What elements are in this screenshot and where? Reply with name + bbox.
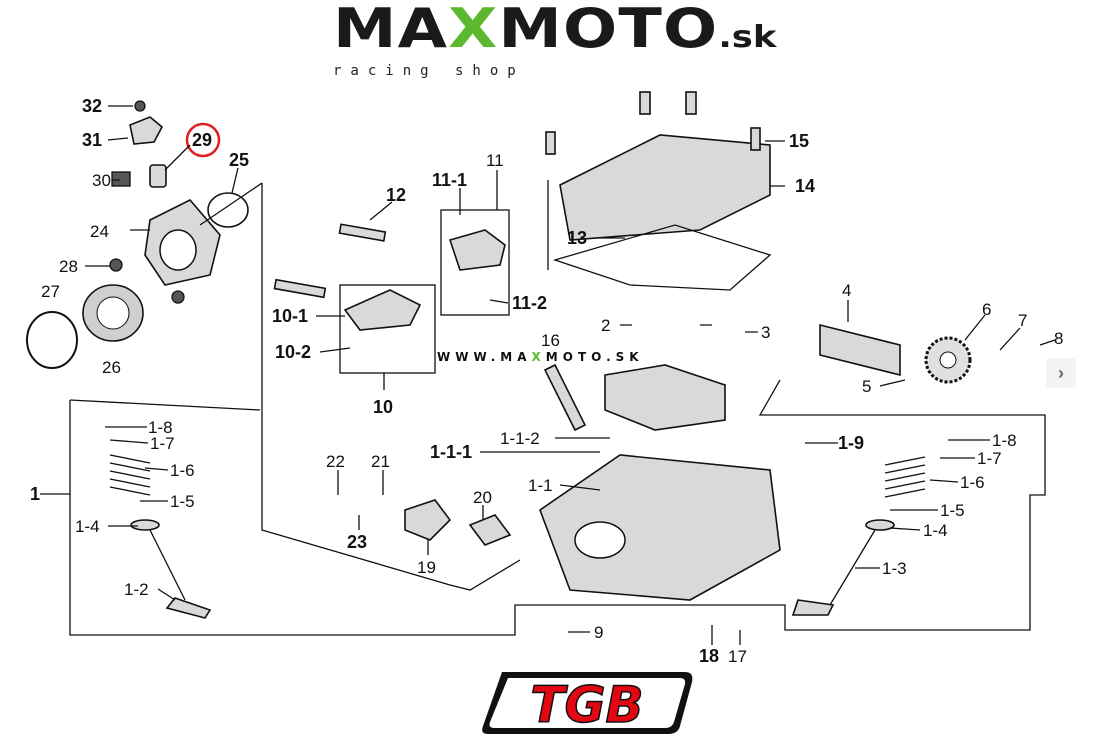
valve-spring-right bbox=[791, 456, 926, 616]
plug-30 bbox=[111, 171, 131, 187]
label-1-6-right: 1-6 bbox=[960, 473, 985, 492]
label-29: 29 bbox=[192, 130, 212, 150]
maxmoto-logo: MAXMOTO.sk racing shop bbox=[333, 0, 776, 80]
rocker-arm-11 bbox=[448, 229, 506, 271]
label-3: 3 bbox=[761, 323, 770, 342]
label-1-4-right: 1-4 bbox=[923, 521, 948, 540]
valve-group-frame bbox=[69, 379, 1046, 636]
label-1-5-left: 1-5 bbox=[170, 492, 195, 511]
label-1-8-left: 1-8 bbox=[148, 418, 173, 437]
valve-cover-14 bbox=[559, 134, 771, 241]
cylinder-head-1-1 bbox=[539, 454, 781, 601]
label-8: 8 bbox=[1054, 329, 1063, 348]
label-23: 23 bbox=[347, 532, 367, 552]
tgb-logo-text: TGB bbox=[530, 676, 643, 734]
rocker-box-11 bbox=[440, 209, 510, 316]
shaft-12 bbox=[338, 223, 387, 242]
label-27: 27 bbox=[41, 282, 60, 301]
label-32: 32 bbox=[82, 96, 102, 116]
valve-spring-left bbox=[109, 454, 212, 619]
label-10: 10 bbox=[373, 397, 393, 417]
label-2: 2 bbox=[601, 316, 610, 335]
bolt-28 bbox=[109, 258, 123, 272]
bolt-15 bbox=[750, 127, 761, 151]
label-12: 12 bbox=[386, 185, 406, 205]
label-1: 1 bbox=[30, 484, 40, 504]
rocker-arm-10 bbox=[343, 289, 422, 331]
fitting-29 bbox=[149, 164, 167, 188]
label-1-6-left: 1-6 bbox=[170, 461, 195, 480]
label-1-7-right: 1-7 bbox=[977, 449, 1002, 468]
part-20 bbox=[468, 514, 512, 546]
label-14: 14 bbox=[795, 176, 815, 196]
label-10-1: 10-1 bbox=[272, 306, 308, 326]
label-22: 22 bbox=[326, 452, 345, 471]
label-5: 5 bbox=[862, 377, 871, 396]
label-31: 31 bbox=[82, 130, 102, 150]
sensor-31 bbox=[129, 116, 164, 145]
label-28: 28 bbox=[59, 257, 78, 276]
label-13: 13 bbox=[567, 228, 587, 248]
next-image-button[interactable]: › bbox=[1046, 358, 1076, 388]
logo-text-x: X bbox=[448, 0, 499, 60]
label-7: 7 bbox=[1018, 311, 1027, 330]
watermark: WWW.MAXMOTO.SK bbox=[437, 350, 644, 364]
bolt-32 bbox=[134, 100, 146, 112]
assembly-frame bbox=[261, 183, 521, 591]
label-1-1-2: 1-1-2 bbox=[500, 429, 540, 448]
oring-25 bbox=[207, 192, 249, 228]
label-25: 25 bbox=[229, 150, 249, 170]
tgb-logo: TGB bbox=[482, 672, 693, 735]
camshaft-4 bbox=[819, 323, 901, 377]
spark-plug-16 bbox=[543, 363, 587, 432]
label-21: 21 bbox=[371, 452, 390, 471]
label-1-1-1: 1-1-1 bbox=[430, 442, 472, 462]
rocker-box-10 bbox=[339, 284, 436, 374]
label-1-2: 1-2 bbox=[124, 580, 149, 599]
cam-holder bbox=[604, 364, 726, 431]
label-11-1: 11-1 bbox=[432, 170, 467, 190]
label-1-8-right: 1-8 bbox=[992, 431, 1017, 450]
label-20: 20 bbox=[473, 488, 492, 507]
label-18: 18 bbox=[699, 646, 719, 666]
label-9: 9 bbox=[594, 623, 603, 642]
logo-tld: .sk bbox=[718, 20, 777, 55]
leader-lines bbox=[85, 105, 1056, 645]
logo-text: MA bbox=[333, 0, 449, 60]
label-4: 4 bbox=[842, 281, 851, 300]
label-11: 11 bbox=[486, 151, 504, 170]
label-16: 16 bbox=[541, 331, 560, 350]
gasket-13 bbox=[552, 224, 772, 291]
label-15: 15 bbox=[789, 131, 809, 151]
label-1-5-right: 1-5 bbox=[940, 501, 965, 520]
label-17: 17 bbox=[728, 647, 747, 666]
label-1-3: 1-3 bbox=[882, 559, 907, 578]
label-1-7-left: 1-7 bbox=[150, 434, 175, 453]
label-10-2: 10-2 bbox=[275, 342, 311, 362]
label-30: 30 bbox=[92, 171, 111, 190]
label-24: 24 bbox=[90, 222, 109, 241]
logo-tagline: racing shop bbox=[333, 63, 525, 79]
clamp-27 bbox=[26, 311, 78, 369]
label-6: 6 bbox=[982, 300, 991, 319]
logo-text: MOTO bbox=[498, 0, 719, 60]
label-1-9: 1-9 bbox=[838, 433, 864, 453]
label-26: 26 bbox=[102, 358, 121, 377]
highlight-circle bbox=[185, 122, 221, 158]
label-1-4-left: 1-4 bbox=[75, 517, 100, 536]
label-1-1: 1-1 bbox=[528, 476, 553, 495]
label-19: 19 bbox=[417, 558, 436, 577]
label-11-2: 11-2 bbox=[512, 293, 547, 313]
part-19 bbox=[404, 499, 452, 541]
